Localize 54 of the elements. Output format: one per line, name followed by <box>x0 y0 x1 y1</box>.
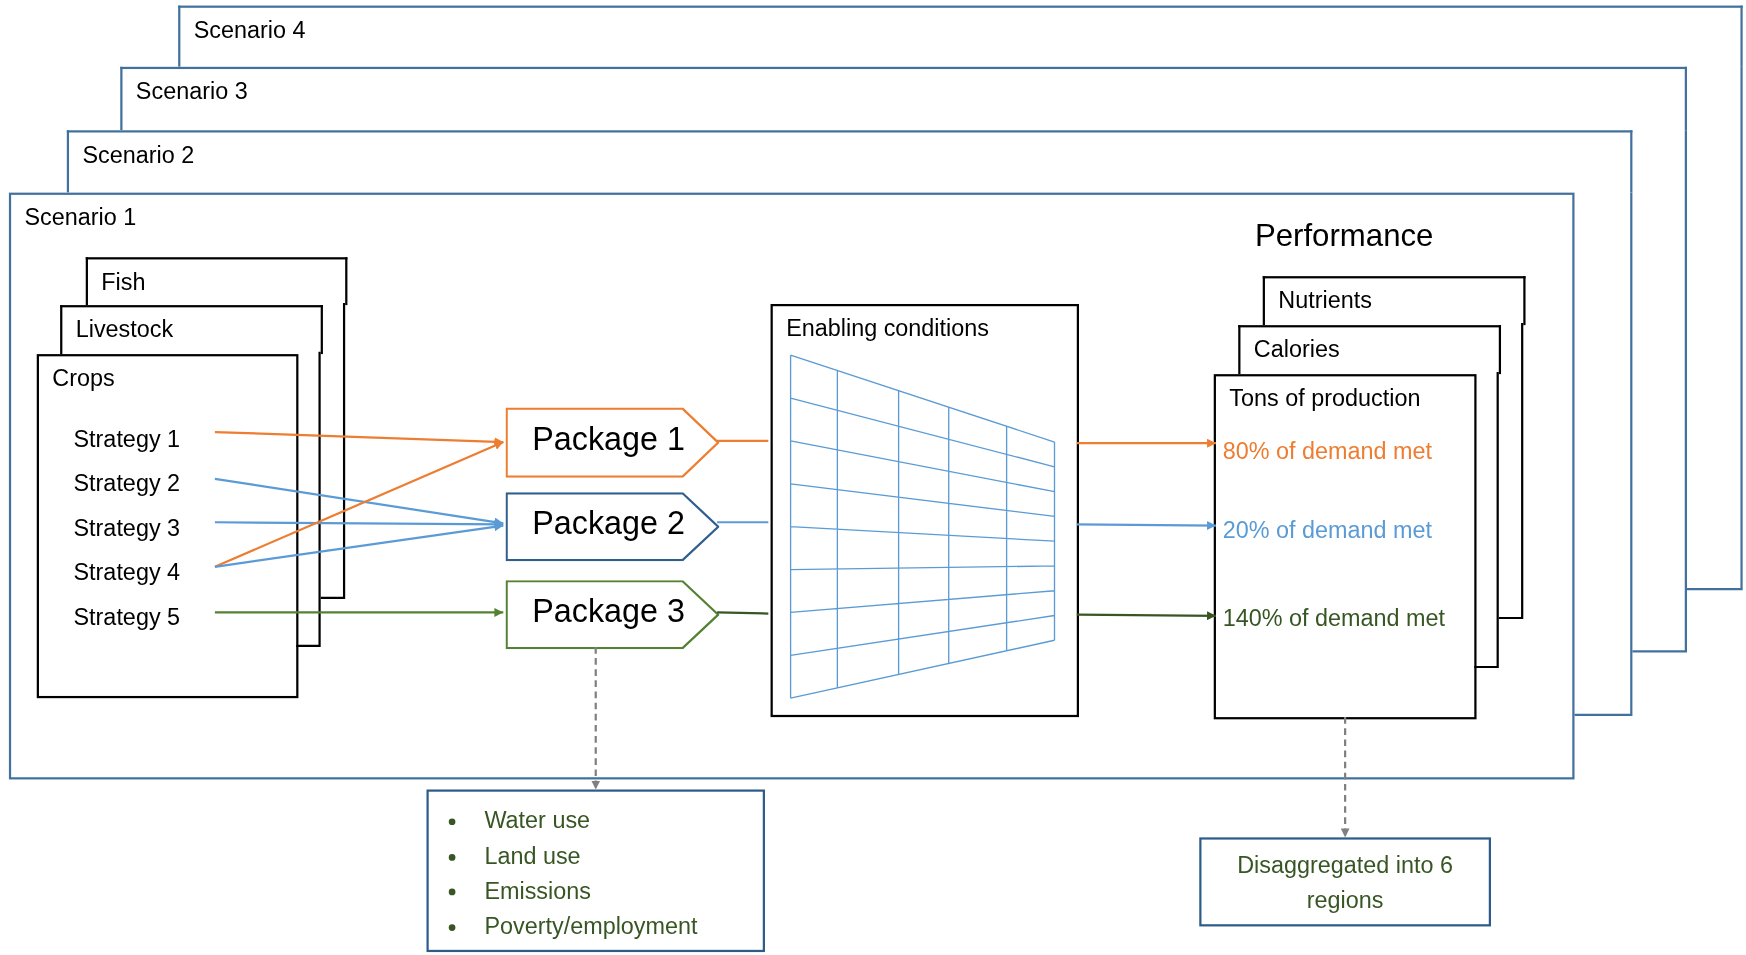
result-text: 80% of demand met <box>1222 434 1468 468</box>
strategy-label: Strategy 2 <box>73 467 196 499</box>
strategy-label: Strategy 4 <box>73 556 196 588</box>
arrow <box>214 519 504 529</box>
arrow <box>214 441 504 568</box>
scenario-frame <box>178 5 1743 67</box>
category-box <box>60 305 323 355</box>
box-title: Enabling conditions <box>786 315 989 342</box>
scenario-title: Scenario 3 <box>135 77 248 105</box>
result-text: 140% of demand met <box>1222 601 1477 635</box>
box-title: Crops <box>52 365 115 392</box>
arrow <box>214 522 504 568</box>
package-arrow-shape <box>505 492 720 562</box>
strategy-label: Strategy 3 <box>73 512 196 544</box>
category-box <box>1262 276 1526 326</box>
scenario-title: Scenario 4 <box>193 16 306 44</box>
list-item-text: Emissions <box>484 877 591 904</box>
arrow <box>1076 438 1216 448</box>
category-box <box>36 354 299 699</box>
category-box <box>1213 374 1477 720</box>
list-item-text: Land use <box>484 842 581 868</box>
result-text: 20% of demand met <box>1222 513 1468 547</box>
scenario-frame <box>66 130 1633 193</box>
arrow <box>214 608 504 617</box>
list-item-text: Water use <box>484 807 591 833</box>
arrow <box>1076 611 1216 621</box>
section-heading: Performance <box>1254 218 1434 254</box>
package-arrow-shape <box>505 407 720 478</box>
box-title: Nutrients <box>1278 287 1372 314</box>
arrow <box>591 646 601 790</box>
package-arrow-shape <box>505 580 720 650</box>
arrow <box>1340 717 1350 838</box>
enabling-conditions-box <box>770 304 1079 718</box>
package-label: Package 3 <box>532 593 686 631</box>
package-label: Package 2 <box>532 505 686 543</box>
package-label: Package 1 <box>532 420 686 458</box>
list-item-text: Poverty/employment <box>484 912 698 939</box>
arrow <box>214 430 504 447</box>
strategy-label: Strategy 1 <box>73 423 196 455</box>
impact-list-box <box>426 789 765 953</box>
strategy-label: Strategy 5 <box>73 601 196 633</box>
arrow <box>1076 521 1216 530</box>
box-title: Tons of production <box>1229 385 1421 412</box>
scenario-frame <box>120 66 1687 131</box>
scenario-title: Scenario 2 <box>82 141 195 169</box>
box-title: Fish <box>101 268 146 296</box>
note-box <box>1199 837 1491 927</box>
category-box <box>85 257 348 306</box>
scenario-frame <box>8 192 1575 780</box>
scenario-title: Scenario 1 <box>24 203 137 231</box>
category-box <box>1238 325 1502 375</box>
box-title: Calories <box>1253 336 1340 363</box>
box-title: Livestock <box>75 316 174 343</box>
note-text: Disaggregated into 6 regions <box>1236 850 1455 915</box>
